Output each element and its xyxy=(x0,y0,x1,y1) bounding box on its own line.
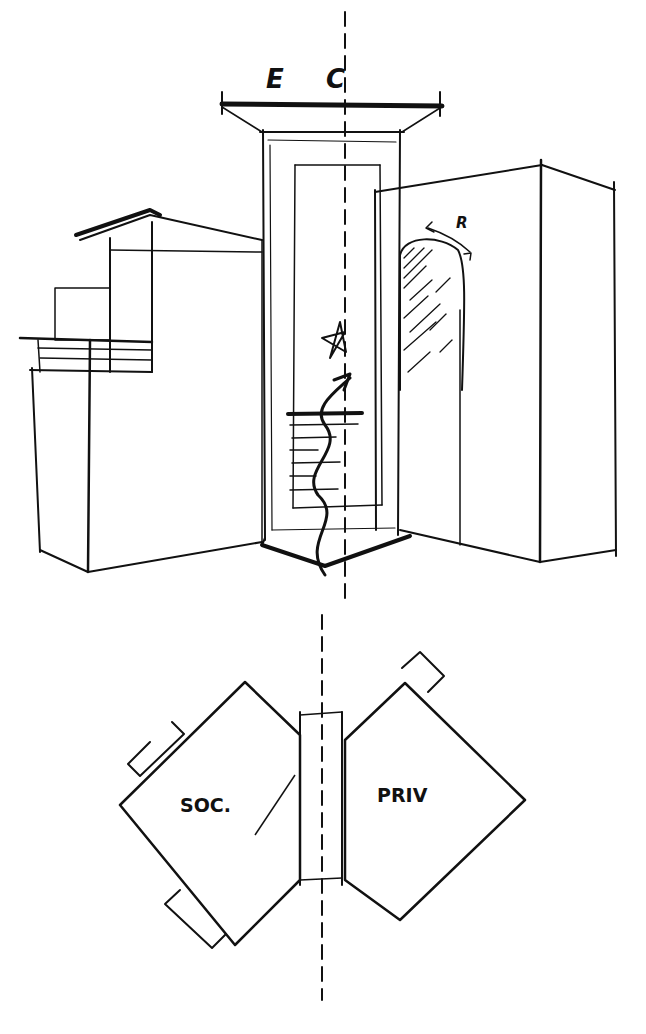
volume-label: SOC. xyxy=(180,796,231,815)
volume-label: PRIV xyxy=(377,786,427,805)
plan-outline xyxy=(340,675,530,925)
plan-volume: SOC. xyxy=(115,675,305,950)
plan-volume: PRIV xyxy=(340,675,530,925)
annotation-letter: E xyxy=(266,66,284,92)
annotation-letter: R xyxy=(456,216,468,231)
annotation-letter: C xyxy=(326,66,345,92)
